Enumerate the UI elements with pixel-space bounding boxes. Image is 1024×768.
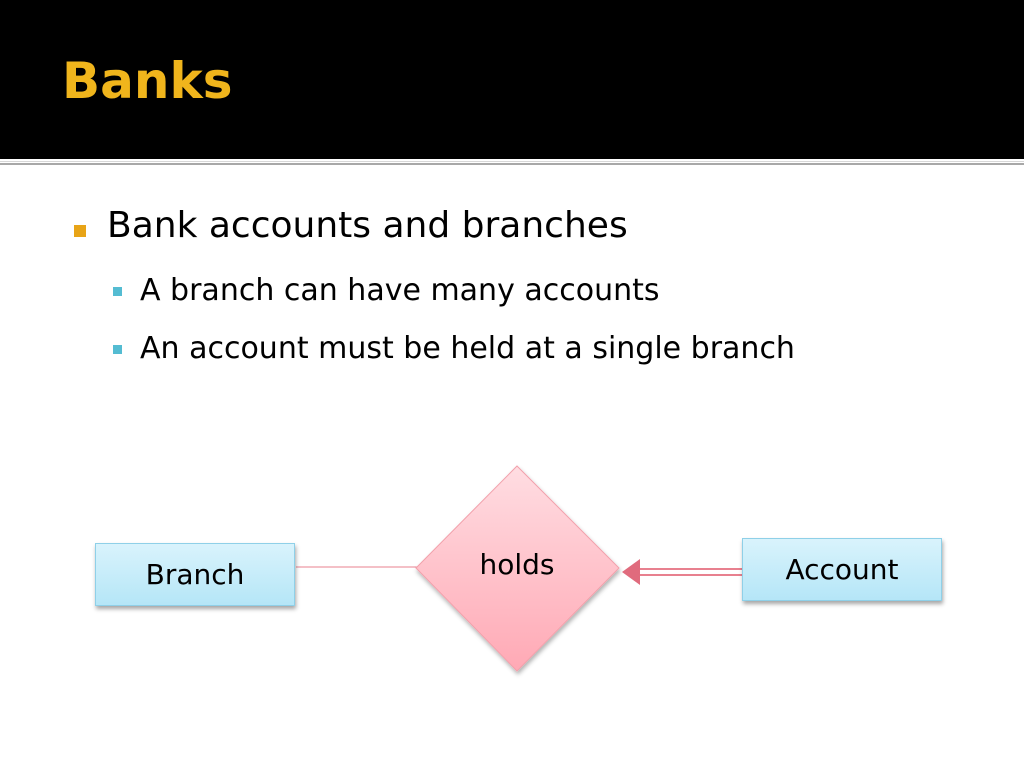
entity-branch-label: Branch: [145, 558, 245, 591]
bullet-sub-2: An account must be held at a single bran…: [140, 331, 795, 366]
bullet-main: Bank accounts and branches: [107, 205, 628, 246]
bullet-marker-sub-1: [113, 287, 122, 296]
title-divider: [0, 161, 1024, 165]
slide-title: Banks: [62, 52, 233, 110]
title-bar: Banks: [0, 0, 1024, 159]
bullet-marker-sub-2: [113, 345, 122, 354]
entity-branch: Branch: [95, 543, 295, 606]
bullet-marker-main: [74, 225, 86, 237]
entity-account: Account: [742, 538, 942, 601]
relationship-label: holds: [479, 548, 555, 581]
relationship-diamond: [415, 465, 620, 672]
arrowhead-icon: [622, 559, 640, 585]
entity-account-label: Account: [785, 553, 899, 586]
bullet-sub-1: A branch can have many accounts: [140, 273, 660, 308]
